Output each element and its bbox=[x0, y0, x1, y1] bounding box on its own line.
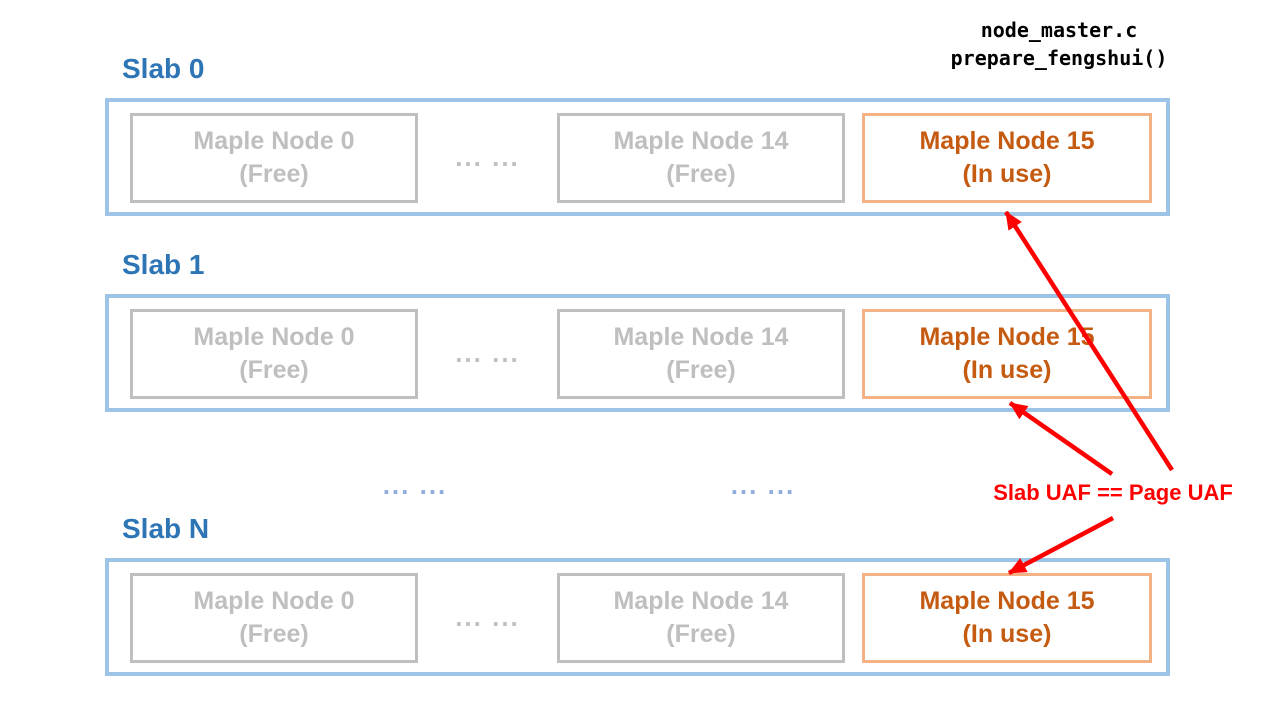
slab-0-node-15-inuse: Maple Node 15 (In use) bbox=[862, 113, 1152, 203]
node-status: (In use) bbox=[962, 620, 1052, 648]
slab-group-0: Slab 0 Maple Node 0 (Free) ... ... Maple… bbox=[105, 52, 1170, 216]
slab-continuation-ellipsis-left: ... ... bbox=[382, 470, 448, 500]
node-title: Maple Node 14 bbox=[613, 323, 789, 351]
slab-group-n: Slab N Maple Node 0 (Free) ... ... Maple… bbox=[105, 512, 1170, 676]
node-status: (In use) bbox=[962, 160, 1052, 188]
code-reference: node_master.c prepare_fengshui() bbox=[904, 16, 1214, 72]
slab-continuation-ellipsis-right: ... ... bbox=[730, 470, 796, 500]
node-status: (Free) bbox=[239, 160, 309, 188]
slab-n-ellipsis: ... ... bbox=[455, 601, 520, 632]
slab-n-node-14-free: Maple Node 14 (Free) bbox=[557, 573, 845, 663]
uaf-annotation: Slab UAF == Page UAF bbox=[993, 480, 1233, 505]
node-title: Maple Node 14 bbox=[613, 127, 789, 155]
node-status: (Free) bbox=[239, 620, 309, 648]
node-status: (Free) bbox=[666, 356, 736, 384]
slab-n-label: Slab N bbox=[122, 513, 210, 544]
slab-1-node-14-free: Maple Node 14 (Free) bbox=[557, 309, 845, 399]
slab-n-node-15-inuse: Maple Node 15 (In use) bbox=[862, 573, 1152, 663]
slab-1-ellipsis: ... ... bbox=[455, 337, 520, 368]
node-title: Maple Node 15 bbox=[919, 323, 1095, 351]
slab-n-node-0-free: Maple Node 0 (Free) bbox=[130, 573, 418, 663]
arrow-to-slab1-node15 bbox=[1008, 401, 1114, 476]
slab-group-1: Slab 1 Maple Node 0 (Free) ... ... Maple… bbox=[105, 248, 1170, 412]
node-status: (Free) bbox=[666, 160, 736, 188]
node-status: (Free) bbox=[239, 356, 309, 384]
slab-n-container: Maple Node 0 (Free) ... ... Maple Node 1… bbox=[105, 558, 1170, 676]
node-title: Maple Node 0 bbox=[193, 587, 355, 615]
code-function-name: prepare_fengshui() bbox=[950, 46, 1168, 70]
node-title: Maple Node 15 bbox=[919, 127, 1095, 155]
slab-1-node-15-inuse: Maple Node 15 (In use) bbox=[862, 309, 1152, 399]
node-title: Maple Node 14 bbox=[613, 587, 789, 615]
slab-1-container: Maple Node 0 (Free) ... ... Maple Node 1… bbox=[105, 294, 1170, 412]
node-title: Maple Node 0 bbox=[193, 127, 355, 155]
slab-0-ellipsis: ... ... bbox=[455, 141, 520, 172]
node-status: (Free) bbox=[666, 620, 736, 648]
node-title: Maple Node 15 bbox=[919, 587, 1095, 615]
node-title: Maple Node 0 bbox=[193, 323, 355, 351]
slab-0-container: Maple Node 0 (Free) ... ... Maple Node 1… bbox=[105, 98, 1170, 216]
slab-1-label: Slab 1 bbox=[122, 249, 205, 280]
slab-1-node-0-free: Maple Node 0 (Free) bbox=[130, 309, 418, 399]
node-status: (In use) bbox=[962, 356, 1052, 384]
code-file-name: node_master.c bbox=[980, 18, 1138, 42]
slab-0-node-14-free: Maple Node 14 (Free) bbox=[557, 113, 845, 203]
slab-0-node-0-free: Maple Node 0 (Free) bbox=[130, 113, 418, 203]
slab-0-label: Slab 0 bbox=[122, 53, 205, 84]
